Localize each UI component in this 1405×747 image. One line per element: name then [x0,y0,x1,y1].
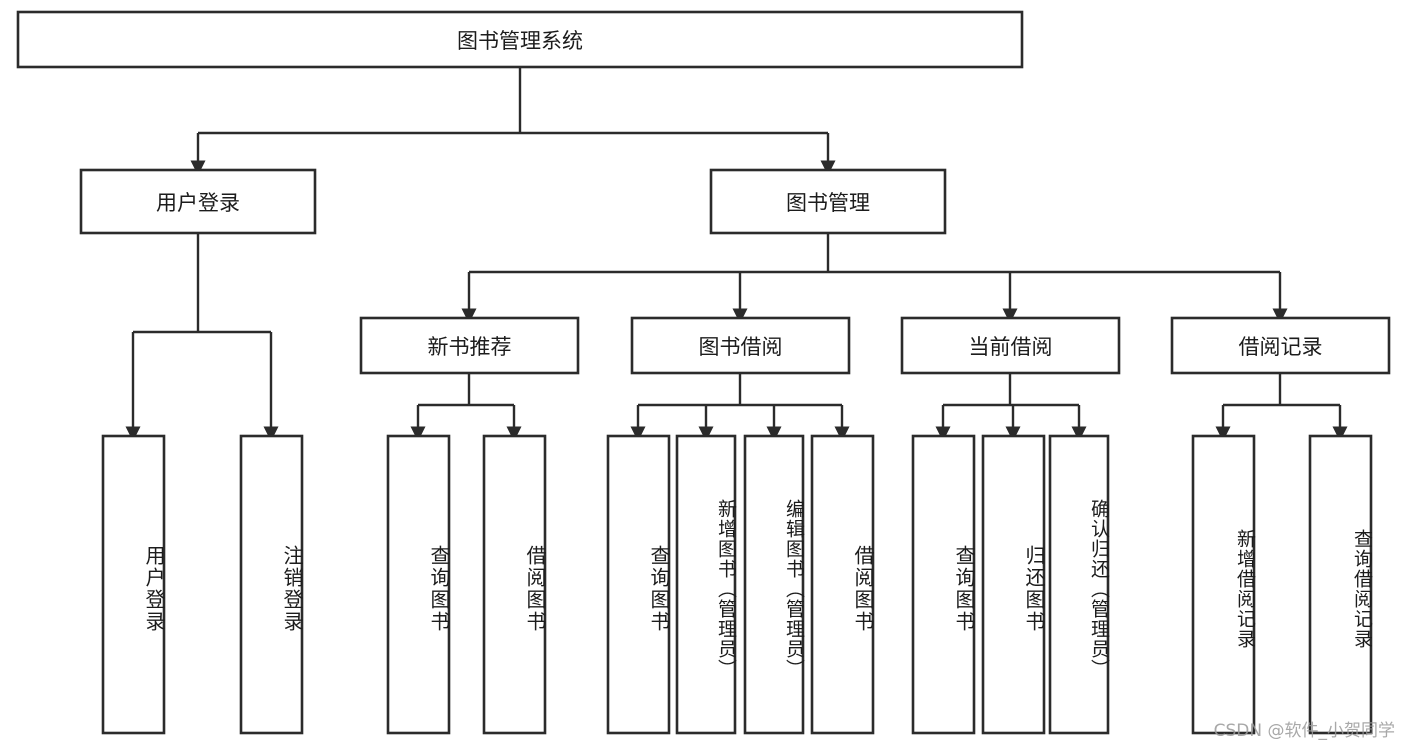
node-box-leaf-query-book-cur[interactable] [911,434,976,735]
node-box-borrow-record[interactable] [1170,316,1391,375]
node-box-leaf-query-record[interactable] [1308,434,1373,735]
node-box-leaf-query-book-rec[interactable] [386,434,451,735]
node-box-leaf-edit-book[interactable] [743,434,805,735]
node-box-root[interactable] [16,10,1024,69]
node-box-leaf-add-book[interactable] [675,434,737,735]
node-box-user-login[interactable] [79,168,317,235]
node-box-leaf-user-logout[interactable] [239,434,304,735]
node-box-leaf-return-book[interactable] [981,434,1046,735]
node-box-current-borrow[interactable] [900,316,1121,375]
node-box-leaf-borrow-book-rec[interactable] [482,434,547,735]
node-box-leaf-add-record[interactable] [1191,434,1256,735]
nodes-layer [16,10,1391,735]
node-box-leaf-query-book-bor[interactable] [606,434,671,735]
node-box-book-manage[interactable] [709,168,947,235]
node-box-new-book-rec[interactable] [359,316,580,375]
node-box-book-borrow[interactable] [630,316,851,375]
node-box-leaf-user-login[interactable] [101,434,166,735]
node-box-leaf-confirm-return[interactable] [1048,434,1110,735]
watermark-text: CSDN @软件_小贺同学 [1213,721,1395,741]
connectors-layer [125,67,1348,442]
node-box-leaf-borrow-book[interactable] [810,434,875,735]
